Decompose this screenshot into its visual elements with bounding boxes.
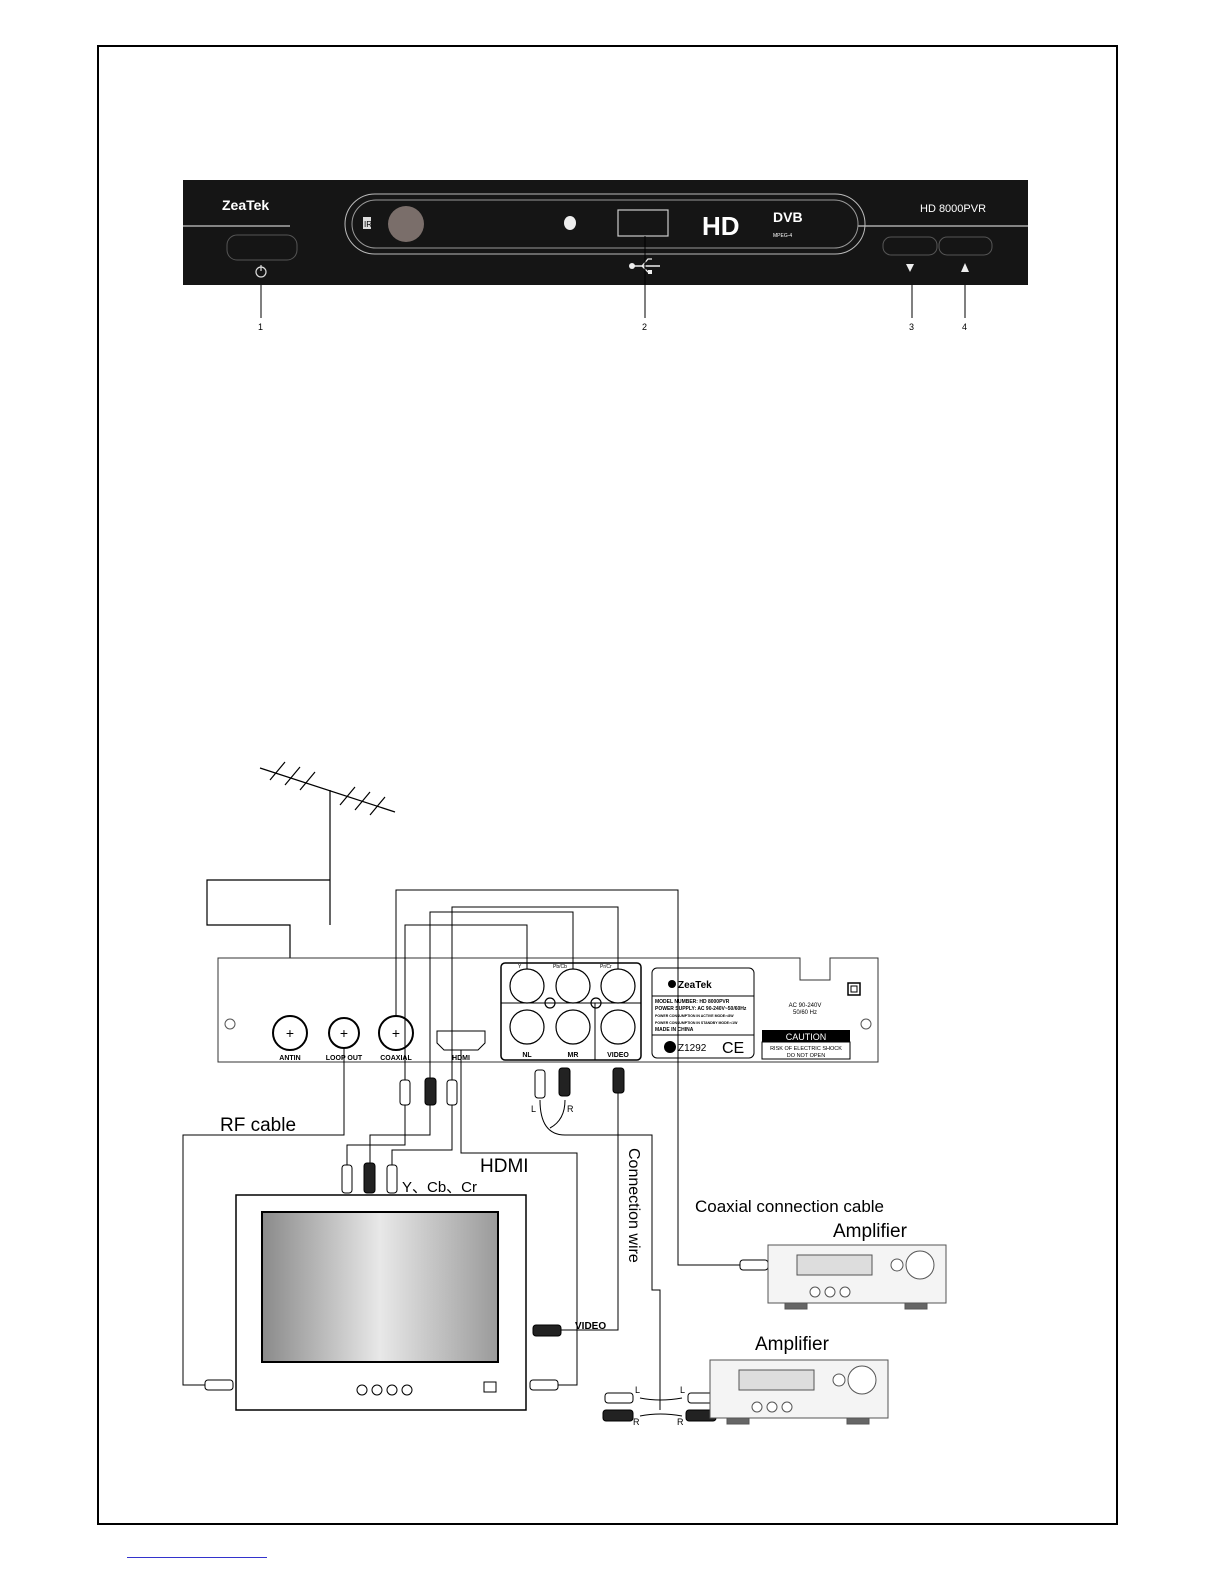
r-label: R [633,1417,640,1427]
pr-port-label: Pr/Cr [600,964,612,970]
connection-cables [182,889,745,1417]
l-label: L [635,1385,640,1395]
r-label: R [677,1417,684,1427]
video-cable-label: VIDEO [575,1321,606,1332]
connection-wire-label: Connection wire [625,1148,642,1263]
video-port-label: VIDEO [607,1052,629,1059]
power-frequency: 50/60 Hz [793,1010,817,1016]
ycbcr-label: Y、Cb、Cr [402,1179,477,1196]
svg-text:+: + [340,1025,348,1041]
hdmi-cable-label: HDMI [480,1156,529,1177]
antin-label: ANTIN [279,1055,300,1062]
antin-port [272,1015,308,1051]
amplifier-1-icon [767,1244,947,1310]
tv-icon [235,1194,527,1411]
r-label: R [567,1104,574,1114]
label-line: MODEL NUMBER: HD 8000PVR [655,999,730,1005]
cert-number: Z1292 [678,1043,707,1054]
caution-line: DO NOT OPEN [787,1053,825,1059]
dvb-sub: MPEG-4 [773,233,792,239]
label-line: POWER CONSUMPTION IN ACTIVE MODE:<8W [655,1014,734,1018]
y-port-label: Y [518,964,522,970]
brand-logo: ZeaTek [222,197,269,213]
label-brand: ZeaTek [678,980,712,991]
front-panel-figure: IR HD DVB MPEG-4 ZeaTek HD 8000PVR 1 2 3… [183,180,1028,332]
callout-3: 3 [909,322,914,332]
l-label: L [531,1104,536,1114]
caution-title: CAUTION [786,1032,827,1042]
hd-logo: HD [702,211,740,241]
label-line: MADE IN CHINA [655,1027,694,1033]
double-insulation-icon [847,982,861,996]
footer-link-underline [127,1556,267,1558]
amplifier-2-label: Amplifier [755,1334,830,1355]
ir-window [388,206,424,242]
mr-port-label: MR [568,1052,579,1059]
channel-up-button [938,236,993,256]
rca-plugs [204,1067,769,1422]
amplifier-1-label: Amplifier [833,1221,908,1242]
power-icon [255,265,267,278]
label-line: POWER CONSUMPTION IN STANDBY MODE:<1W [655,1021,738,1025]
coaxial-cable-label: Coaxial connection cable [695,1197,884,1216]
antenna-icon [206,761,396,1020]
model-name: HD 8000PVR [920,203,986,215]
up-arrow-icon [961,263,969,272]
led-indicator [564,216,576,230]
usb-port [617,209,669,237]
hdmi-port [436,1030,486,1051]
callout-4: 4 [962,322,967,332]
caution-line: RISK OF ELECTRIC SHOCK [770,1046,842,1052]
ce-mark: CE [722,1040,744,1057]
nl-port-label: NL [522,1052,532,1059]
page-frame [97,45,1118,1525]
rf-cable-label: RF cable [220,1115,296,1136]
ir-label: IR [364,220,372,229]
caution-banner [762,1030,850,1042]
callout-2: 2 [642,322,647,332]
down-arrow-icon [906,264,914,272]
svg-text:+: + [392,1025,400,1041]
label-line: POWER SUPPLY: AC 90-240V~50/60Hz [655,1006,747,1012]
svg-text:+: + [286,1025,294,1041]
product-label [651,967,755,1059]
pb-port-label: Pb/Cb [553,964,567,970]
dvb-logo: DVB [773,209,803,225]
coaxial-label: COAXIAL [380,1055,412,1062]
l-label: L [680,1385,685,1395]
callout-1: 1 [258,322,263,332]
rear-panel-figure: +++ ANTIN LOOP OUT COAXIAL HDMI Y Pb/Cb … [217,957,879,1063]
channel-down-button [882,236,938,256]
amplifier-2-icon [709,1359,889,1425]
power-rating: AC 90-240V [789,1003,822,1009]
power-button [226,234,298,261]
usb-icon [629,258,660,274]
component-block [500,962,642,1061]
